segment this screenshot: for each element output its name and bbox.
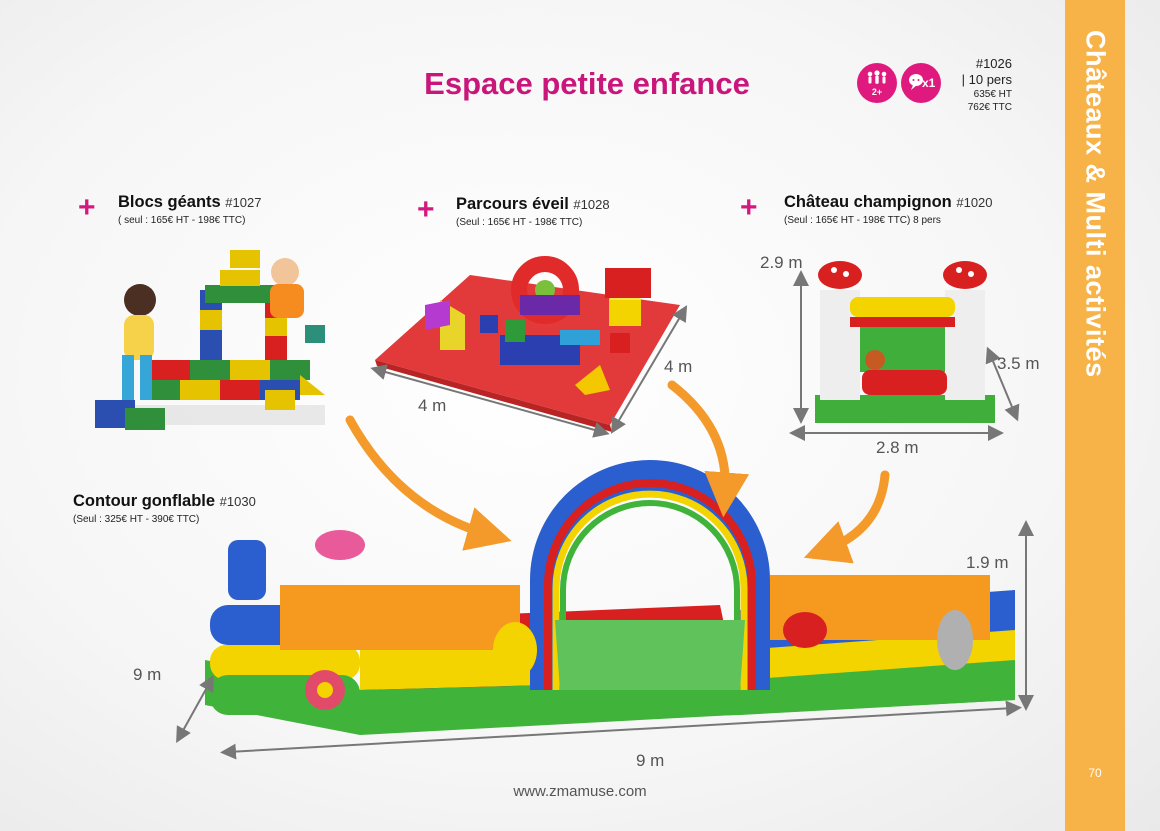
dimension-lines — [176, 270, 1034, 760]
speech-bubble-icon — [909, 74, 923, 90]
product-ref: #1020 — [956, 195, 993, 210]
chateau-champignon-image — [815, 261, 995, 423]
dimension-label: 9 m — [133, 665, 162, 684]
product-name: Blocs géants — [118, 193, 221, 211]
dimension-label: 9 m — [636, 751, 665, 770]
product-name: Contour gonflable — [73, 492, 216, 510]
page-number: 70 — [1088, 766, 1102, 780]
giant-blocks-image — [95, 250, 325, 430]
product-ref: #1030 — [219, 494, 256, 509]
contour-gonflable-image — [205, 460, 1015, 735]
product-blocs: Blocs géants #1027 ( seul : 165€ HT - 19… — [118, 193, 261, 226]
age-label: 2+ — [871, 87, 883, 97]
children-icon — [867, 70, 887, 84]
product-price: (Seul : 325€ HT - 390€ TTC) — [73, 514, 200, 525]
package-info: #1026 | 10 pers 635€ HT 762€ TTC — [940, 56, 1012, 113]
dimension-label: 1.9 m — [966, 553, 1009, 572]
plus-icon: + — [417, 193, 435, 226]
plus-icon: + — [740, 191, 758, 224]
count-label: x1 — [922, 76, 936, 90]
dimension-label: 4 m — [664, 357, 693, 376]
product-parcours: Parcours éveil #1028 (Seul : 165€ HT - 1… — [456, 195, 610, 228]
product-ref: #1028 — [573, 197, 610, 212]
product-price: (Seul : 165€ HT - 198€ TTC) — [456, 217, 583, 228]
product-name: Parcours éveil — [456, 195, 569, 213]
plus-icon: + — [78, 191, 96, 224]
website-url[interactable]: www.zmamuse.com — [513, 783, 647, 800]
package-price-ht: 635€ HT — [973, 89, 1012, 100]
dimension-label: 2.9 m — [760, 253, 803, 272]
category-title: Châteaux & Multi activités — [1080, 30, 1111, 378]
product-contour: Contour gonflable #1030 (Seul : 325€ HT … — [73, 492, 256, 525]
product-name: Château champignon — [784, 193, 952, 211]
dimension-label: 2.8 m — [876, 438, 919, 457]
product-price: ( seul : 165€ HT - 198€ TTC) — [118, 215, 246, 226]
age-badge: 2+ — [857, 63, 897, 103]
sidebar — [1065, 0, 1125, 831]
product-ref: #1027 — [225, 195, 262, 210]
dimension-label: 3.5 m — [997, 354, 1040, 373]
package-capacity: | 10 pers — [961, 72, 1012, 87]
dimension-label: 4 m — [418, 396, 447, 415]
package-ref: #1026 — [975, 56, 1012, 71]
product-price: (Seul : 165€ HT - 198€ TTC) 8 pers — [784, 215, 941, 226]
page-title: Espace petite enfance — [424, 66, 750, 101]
product-chateau: Château champignon #1020 (Seul : 165€ HT… — [784, 193, 993, 226]
package-price-ttc: 762€ TTC — [967, 102, 1012, 113]
supervisor-badge: x1 — [901, 63, 941, 103]
